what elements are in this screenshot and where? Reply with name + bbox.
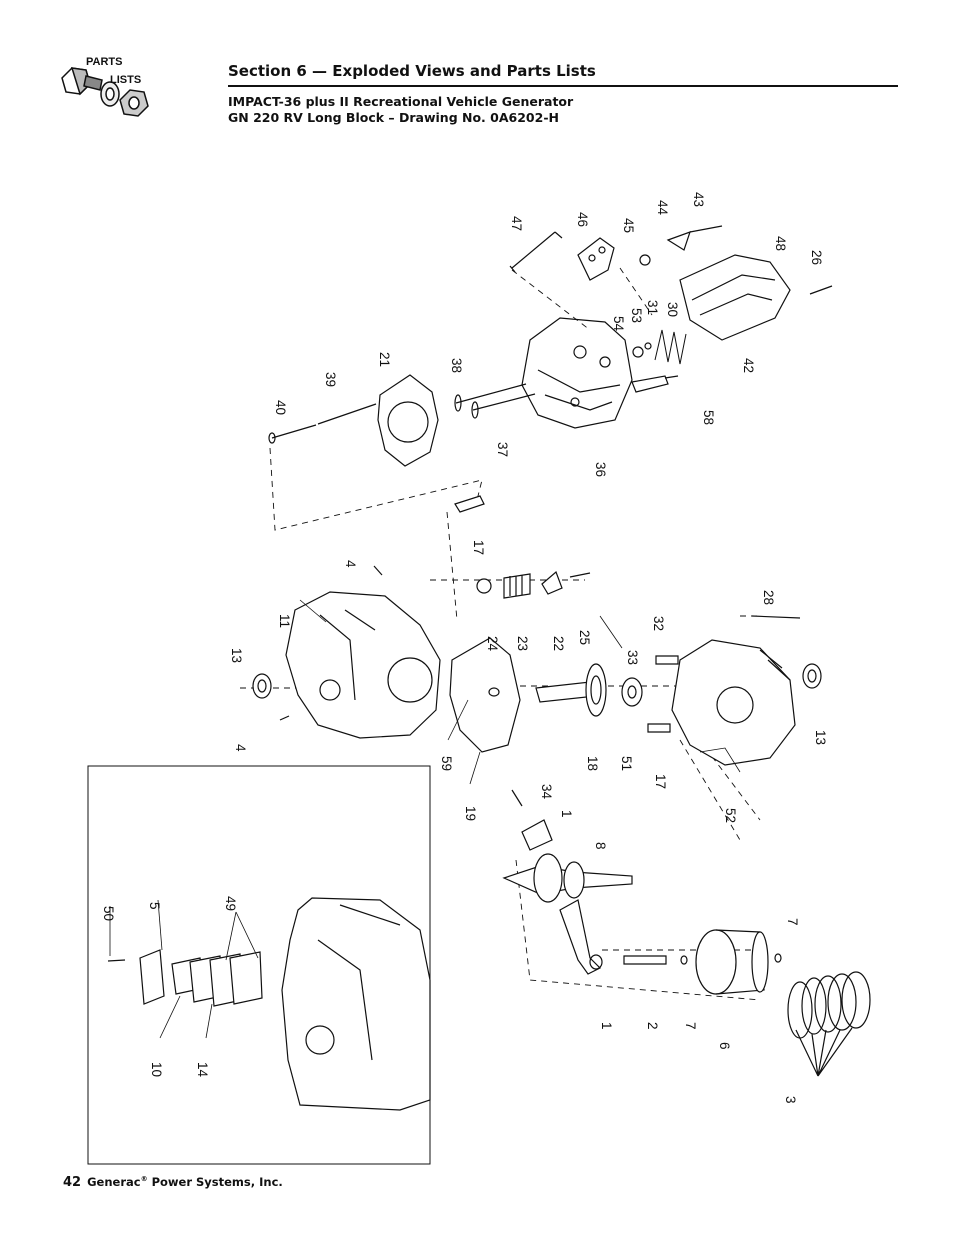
callout-53: 53 [629, 308, 644, 323]
callout-43: 43 [691, 192, 706, 207]
logo-text-parts: PARTS [86, 56, 122, 68]
callout-5: 5 [147, 902, 162, 910]
callout-40: 40 [273, 400, 288, 415]
callout-31: 31 [645, 300, 660, 315]
callout-3: 3 [783, 1096, 798, 1104]
callout-8: 8 [593, 842, 608, 850]
callout-46: 46 [575, 212, 590, 227]
callout-22: 22 [551, 636, 566, 651]
callout-39: 39 [323, 372, 338, 387]
piston-part [695, 929, 769, 995]
cylinder-head-part [521, 317, 633, 429]
logo-text-lists: LISTS [110, 74, 141, 86]
callout-54: 54 [611, 316, 626, 332]
callout-14: 14 [195, 1062, 210, 1078]
callout-2: 2 [645, 1022, 660, 1030]
inset-reed-plates [171, 951, 263, 1007]
company-name: Generac [87, 1175, 141, 1189]
crankshaft-part [502, 853, 633, 903]
valve-cover-part [679, 254, 791, 341]
callout-26: 26 [809, 250, 824, 265]
callout-1: 1 [559, 810, 574, 818]
callout-11: 11 [277, 614, 292, 628]
registered-mark: ® [140, 1175, 148, 1184]
connecting-rod-part [559, 899, 603, 975]
crankcase-gasket-part [449, 637, 521, 753]
callout-6: 6 [717, 1042, 732, 1050]
callout-37: 37 [495, 442, 510, 457]
callout-32: 32 [651, 616, 666, 631]
page-number: 42 [63, 1175, 82, 1190]
callout-21: 21 [377, 352, 392, 367]
callout-48: 48 [773, 236, 788, 251]
parts-lists-logo: PARTS LISTS [61, 56, 149, 117]
callout-1: 1 [599, 1022, 614, 1030]
camshaft-part [535, 663, 607, 717]
section-title: Section 6 — Exploded Views and Parts Lis… [228, 62, 898, 87]
company-suffix: Power Systems, Inc. [147, 1175, 283, 1189]
callout-45: 45 [621, 218, 636, 233]
callout-58: 58 [701, 410, 716, 425]
callout-4: 4 [343, 560, 358, 568]
callout-25: 25 [577, 630, 592, 645]
callout-17: 17 [471, 540, 486, 555]
callout-19: 19 [463, 806, 478, 821]
page-footer: 42 Generac® Power Systems, Inc. [63, 1175, 283, 1190]
callout-34: 34 [539, 784, 554, 800]
callout-28: 28 [761, 590, 776, 605]
callout-13: 13 [229, 648, 244, 663]
callout-7: 7 [683, 1022, 698, 1030]
callout-51: 51 [619, 756, 634, 771]
callout-33: 33 [625, 650, 640, 665]
callout-42: 42 [741, 358, 756, 373]
callout-59: 59 [439, 756, 454, 771]
piston-rings-part [787, 971, 871, 1077]
callout-24: 24 [485, 636, 500, 652]
engine-block-part [285, 591, 441, 739]
inset-block-part [281, 897, 431, 1111]
rocker-plate-part [577, 237, 615, 281]
callout-23: 23 [515, 636, 530, 651]
inset-plate-part [139, 949, 165, 1005]
callout-13: 13 [813, 730, 828, 745]
inset-detail-box [87, 765, 431, 1165]
page-header: Section 6 — Exploded Views and Parts Lis… [228, 62, 898, 126]
crankcase-cover-part [671, 639, 796, 766]
document-subtitle: IMPACT-36 plus II Recreational Vehicle G… [228, 94, 574, 109]
callout-36: 36 [593, 462, 608, 477]
callout-4: 4 [233, 744, 248, 752]
callout-49: 49 [223, 896, 238, 911]
callout-38: 38 [449, 358, 464, 373]
callout-17: 17 [653, 774, 668, 789]
callout-47: 47 [509, 216, 524, 231]
callout-44: 44 [655, 200, 670, 216]
callout-18: 18 [585, 756, 600, 771]
callout-50: 50 [101, 906, 116, 921]
drawing-title: GN 220 RV Long Block – Drawing No. 0A620… [228, 110, 559, 125]
callout-30: 30 [665, 302, 680, 317]
callout-52: 52 [723, 808, 738, 823]
callout-10: 10 [149, 1062, 164, 1077]
callout-7: 7 [785, 918, 800, 926]
nut-bolt-icon [61, 67, 149, 117]
head-gasket-part [377, 374, 439, 467]
